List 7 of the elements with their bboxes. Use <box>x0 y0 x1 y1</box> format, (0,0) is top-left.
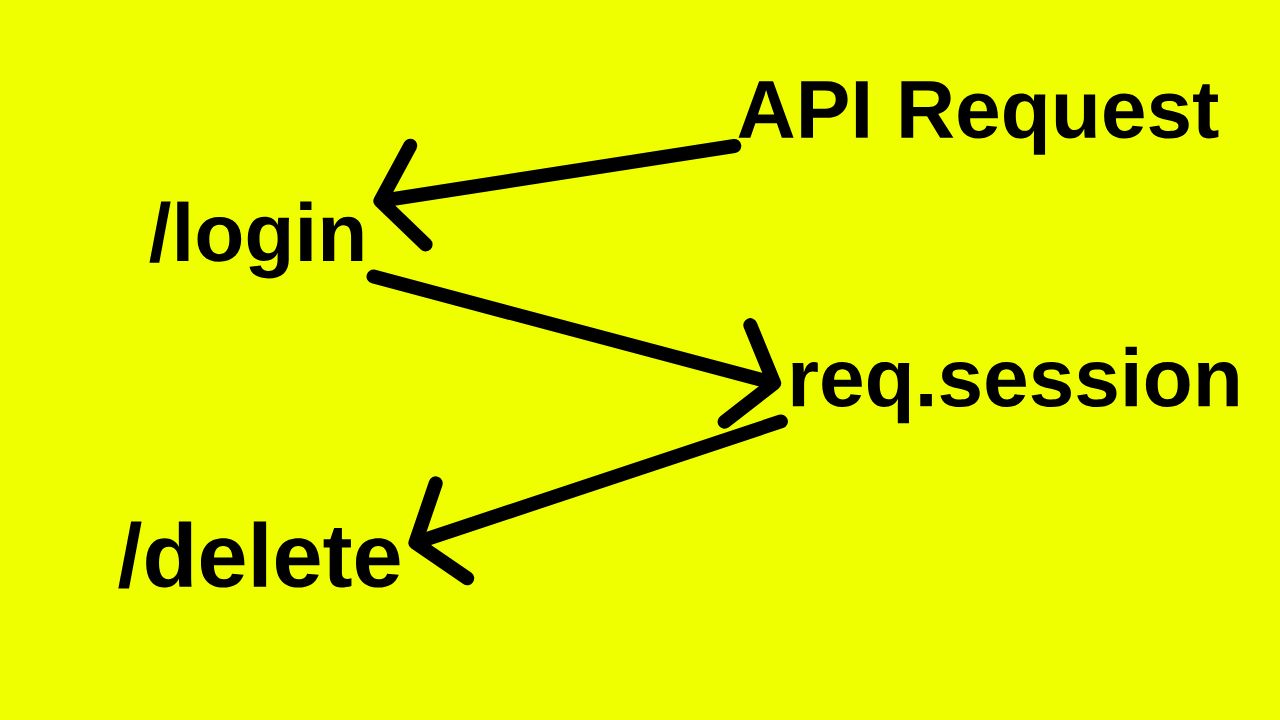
arrow <box>366 269 782 429</box>
node-label: /delete <box>118 521 400 589</box>
node-label: /login <box>149 201 363 279</box>
node-label: API Request <box>738 81 1219 155</box>
node-label: req.session <box>792 346 1238 424</box>
arrow <box>408 414 788 586</box>
arrow <box>373 138 742 252</box>
